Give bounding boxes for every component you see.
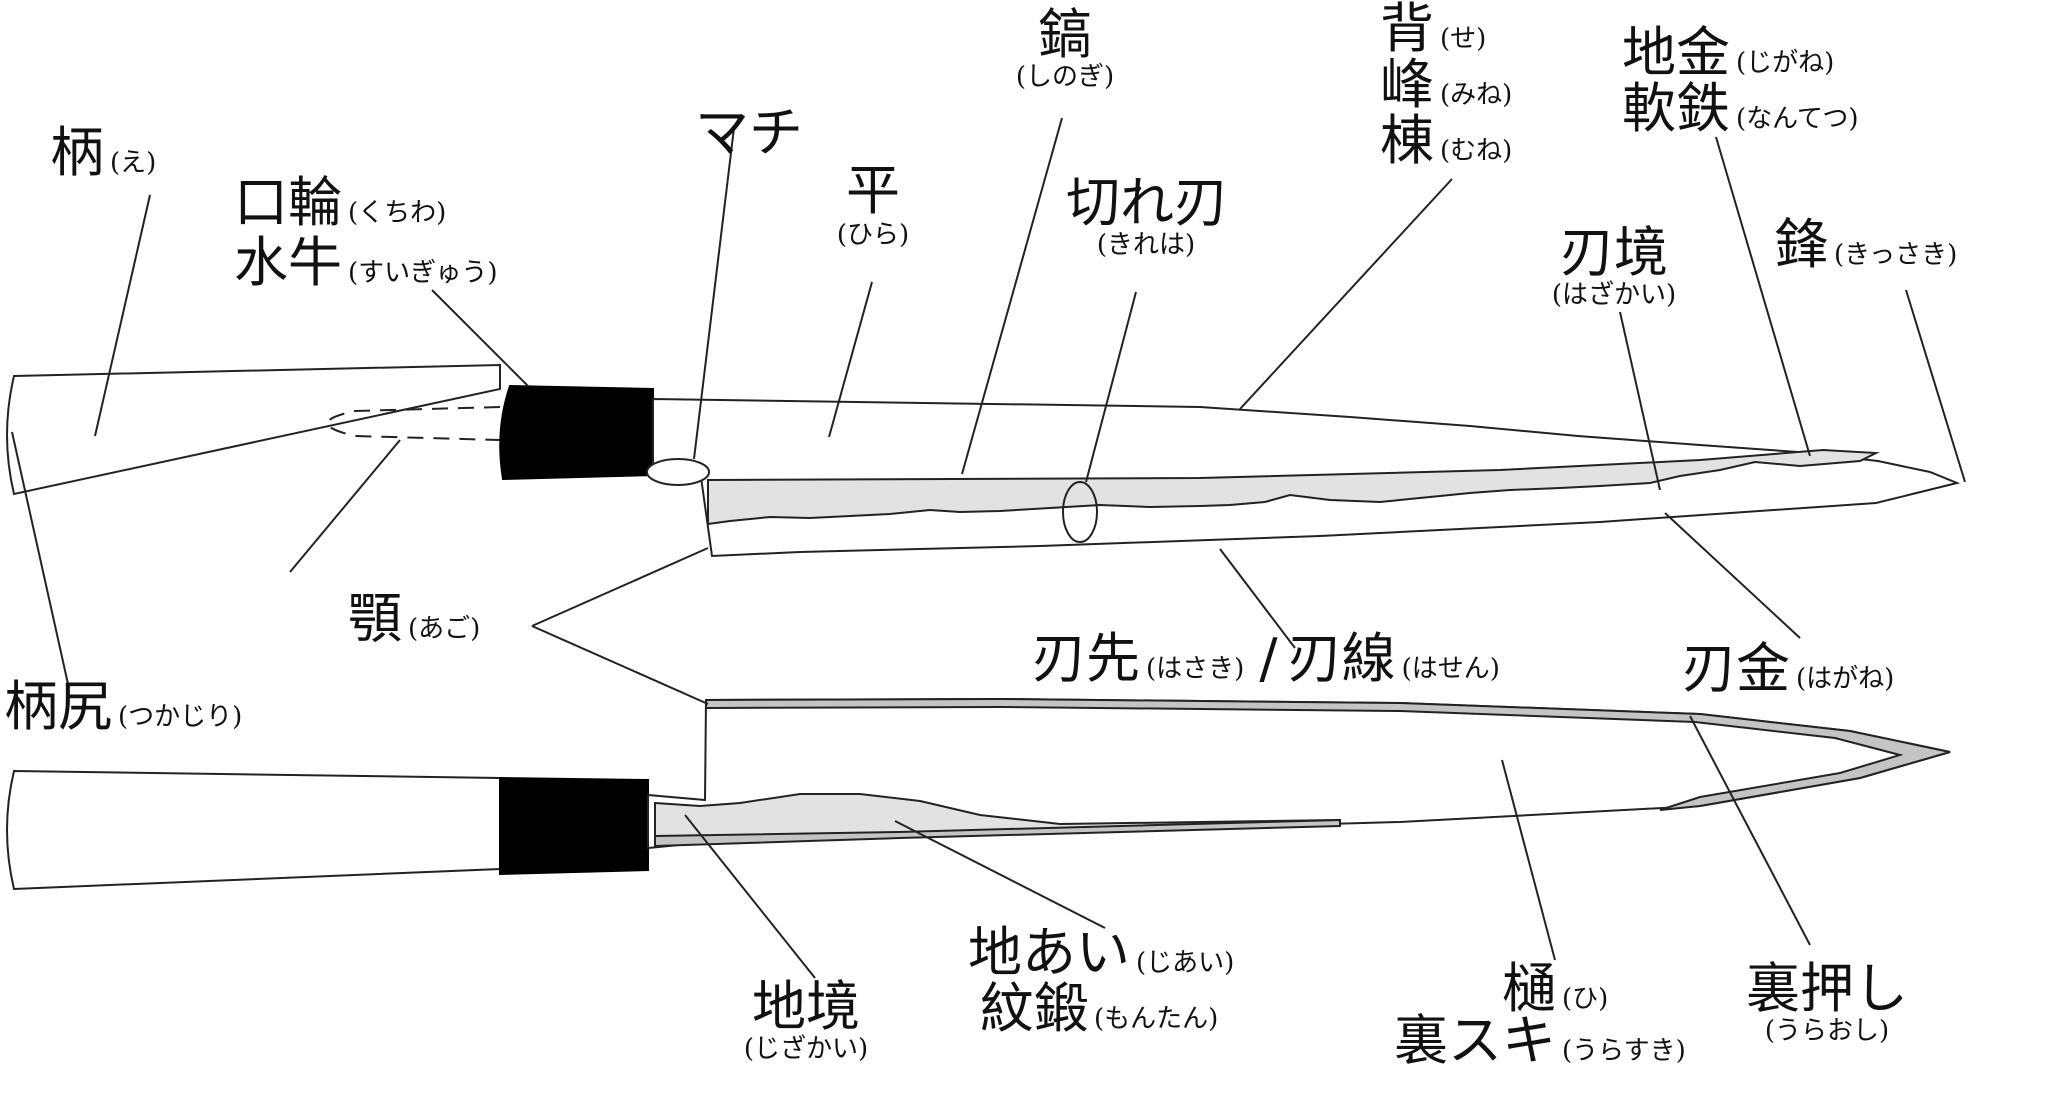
label-tsukajiri-kanji: 柄尻 <box>4 675 112 738</box>
label-kuchiwa-kanji: 口輪 <box>234 171 342 234</box>
label-kissaki: 鋒(きっさき) <box>1774 218 1957 272</box>
label-mune-reading: (むね) <box>1440 136 1513 166</box>
label-ago-reading: (あご) <box>408 614 481 644</box>
label-tsukajiri-reading: (つかじり) <box>118 702 243 732</box>
label-hazakai-reading: (はざかい) <box>1551 280 1677 310</box>
label-kuchiwa: 口輪(くちわ) <box>234 176 446 230</box>
label-hira: 平 (ひら) <box>828 159 918 249</box>
label-hasaki-reading: (はさき) <box>1146 654 1245 684</box>
label-uraoshi-kanji: 裏押し <box>1746 957 1908 1020</box>
label-hi-reading: (ひ) <box>1562 984 1609 1014</box>
label-suigyu: 水牛(すいぎゅう) <box>234 236 498 290</box>
label-machi-kanji: マチ <box>695 101 803 164</box>
bottom-edge-strip <box>654 818 1341 848</box>
label-jizakai: 地境 (じざかい) <box>736 975 876 1064</box>
label-mune: 棟(むね) <box>1380 114 1512 168</box>
label-hira-kanji: 平 <box>846 159 900 222</box>
label-montan: 紋鍛(もんたん) <box>980 982 1218 1036</box>
label-jigane: 地金(じがね) <box>1622 26 1834 80</box>
label-suigyu-reading: (すいぎゅう) <box>348 258 498 288</box>
label-shinogi: 鎬 (しのぎ) <box>1015 3 1115 91</box>
machi-ellipse <box>646 458 710 486</box>
label-hasaki-hasen: 刃先(はさき) /刃線(はせん) <box>1032 632 1500 686</box>
label-urasuki-kanji: 裏スキ <box>1394 1009 1556 1072</box>
label-tsukajiri: 柄尻(つかじり) <box>4 680 242 734</box>
label-hagane-kanji: 刃金 <box>1682 637 1790 700</box>
bottom-ferrule <box>499 776 649 876</box>
label-kireha: 切れ刃 (きれは) <box>1066 171 1228 260</box>
label-shinogi-reading: (しのぎ) <box>1015 62 1115 92</box>
top-handle <box>6 363 501 496</box>
label-uraoshi: 裏押し (うらおし) <box>1742 957 1912 1046</box>
label-suigyu-kanji: 水牛 <box>234 231 342 294</box>
bottom-hagane-band <box>705 697 1951 811</box>
label-hasaki-kanji: 刃先 <box>1032 627 1140 690</box>
label-jiai-reading: (じあい) <box>1136 948 1235 978</box>
label-hazakai-kanji: 刃境 <box>1560 221 1668 284</box>
top-bevel <box>707 448 1880 526</box>
label-se: 背(せ) <box>1380 2 1486 56</box>
label-hi-kanji: 樋 <box>1502 957 1556 1020</box>
bottom-handle <box>6 769 501 891</box>
label-hagane-reading: (はがね) <box>1796 664 1895 694</box>
label-e-kanji: 柄 <box>50 121 104 184</box>
label-kissaki-kanji: 鋒 <box>1774 213 1828 276</box>
label-jizakai-reading: (じざかい) <box>743 1034 869 1064</box>
label-mine-reading: (みね) <box>1440 80 1513 110</box>
label-hi: 樋(ひ) <box>1502 962 1608 1016</box>
label-hasen-kanji: 刃線 <box>1287 627 1396 690</box>
label-montan-kanji: 紋鍛 <box>980 977 1088 1040</box>
label-nantetsu-kanji: 軟鉄 <box>1622 77 1730 140</box>
label-e: 柄(え) <box>50 126 156 180</box>
kireha-ellipse <box>1062 481 1098 543</box>
label-mine: 峰(みね) <box>1380 58 1512 112</box>
label-jigane-kanji: 地金 <box>1622 21 1730 84</box>
label-urasuki: 裏スキ(うらすき) <box>1394 1014 1686 1068</box>
leader-lines <box>11 117 1966 979</box>
label-uraoshi-reading: (うらおし) <box>1764 1016 1890 1046</box>
label-hira-reading: (ひら) <box>836 220 910 250</box>
label-shinogi-kanji: 鎬 <box>1038 3 1092 66</box>
label-se-reading: (せ) <box>1440 24 1487 54</box>
label-hazakai: 刃境 (はざかい) <box>1544 221 1684 310</box>
label-ago-kanji: 顎 <box>348 587 402 650</box>
label-jiai: 地あい(じあい) <box>968 926 1234 980</box>
label-ago: 顎(あご) <box>348 592 480 646</box>
label-machi: マチ <box>695 106 803 160</box>
label-nantetsu: 軟鉄(なんてつ) <box>1622 82 1858 136</box>
label-kuchiwa-reading: (くちわ) <box>348 198 447 228</box>
label-jiai-kanji: 地あい <box>968 921 1130 984</box>
label-hagane: 刃金(はがね) <box>1682 642 1894 696</box>
label-nantetsu-reading: (なんてつ) <box>1736 104 1859 134</box>
label-separator: / <box>1259 627 1278 690</box>
label-montan-reading: (もんたん) <box>1094 1004 1219 1034</box>
label-e-reading: (え) <box>110 148 157 178</box>
label-jizakai-kanji: 地境 <box>752 975 860 1038</box>
label-kissaki-reading: (きっさき) <box>1834 240 1958 270</box>
label-mune-kanji: 棟 <box>1380 109 1434 172</box>
label-urasuki-reading: (うらすき) <box>1562 1036 1686 1066</box>
label-hasen-reading: (はせん) <box>1401 654 1500 684</box>
top-ferrule <box>499 384 654 481</box>
label-jigane-reading: (じがね) <box>1736 48 1835 78</box>
label-kireha-kanji: 切れ刃 <box>1066 171 1228 234</box>
label-kireha-reading: (きれは) <box>1096 230 1196 260</box>
label-mine-kanji: 峰 <box>1380 53 1434 116</box>
label-se-kanji: 背 <box>1380 0 1434 60</box>
